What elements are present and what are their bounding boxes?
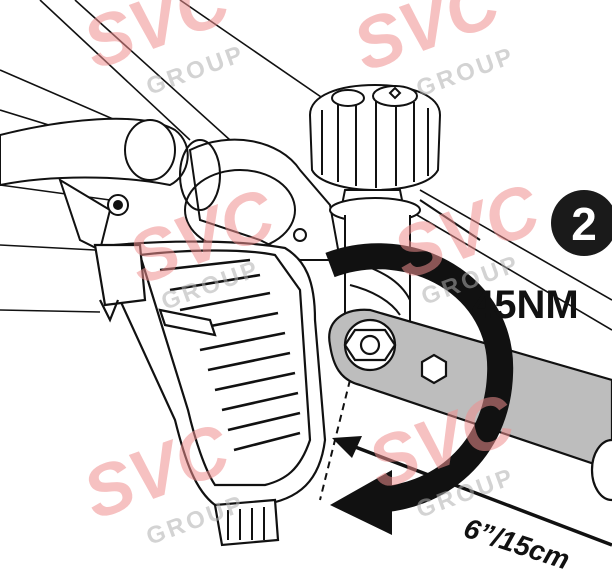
frame-bracket <box>58 138 342 261</box>
step-number-circle-icon <box>551 190 612 256</box>
guard-cover <box>93 240 327 547</box>
distance-label: 6”/15cm <box>460 512 573 575</box>
step-number: 2 <box>571 198 597 250</box>
tension-knob <box>308 83 481 241</box>
rotation-arrow-icon <box>325 243 514 535</box>
wrench <box>328 308 612 502</box>
torque-value: 45NM <box>472 283 579 327</box>
measure-icon <box>332 436 612 547</box>
column-post <box>344 215 411 331</box>
handlebar <box>0 117 189 187</box>
